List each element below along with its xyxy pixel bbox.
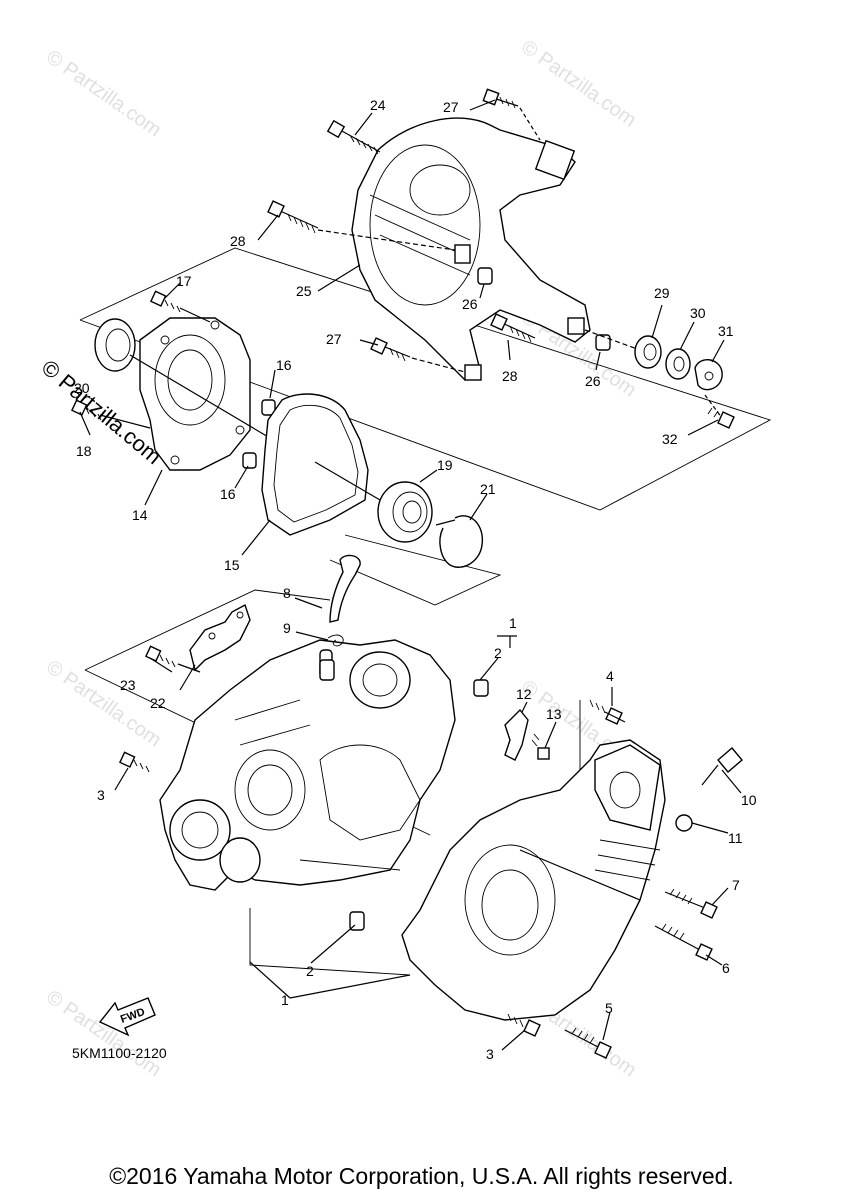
callout-8: 8 bbox=[283, 585, 291, 601]
callout-23: 23 bbox=[120, 677, 136, 693]
bolt-23 bbox=[145, 645, 201, 673]
callout-1: 1 bbox=[281, 992, 289, 1008]
bolt-28-right bbox=[490, 313, 536, 343]
bolt-6 bbox=[654, 923, 713, 961]
callout-7: 7 bbox=[732, 877, 740, 893]
callout-17: 17 bbox=[176, 273, 192, 289]
callout-31: 31 bbox=[718, 323, 734, 339]
bolt-28-left bbox=[267, 200, 456, 251]
leader-lines bbox=[79, 99, 742, 1051]
callout-27: 27 bbox=[326, 331, 342, 347]
callout-21: 21 bbox=[480, 481, 496, 497]
watermark: © Partzilla.com bbox=[42, 656, 165, 751]
callout-18: 18 bbox=[76, 443, 92, 459]
callout-11: 11 bbox=[728, 830, 743, 846]
watermark: © Partzilla.com bbox=[42, 46, 165, 141]
callout-19: 19 bbox=[437, 457, 453, 473]
crankcase-left-half bbox=[159, 639, 456, 891]
callout-2: 2 bbox=[494, 645, 502, 661]
bracket-12 bbox=[504, 708, 529, 761]
bracket-22 bbox=[189, 603, 251, 672]
callout-30: 30 bbox=[690, 305, 706, 321]
bolt-3-left bbox=[119, 751, 150, 773]
bolt-7 bbox=[664, 888, 718, 919]
copyright-notice: ©2016 Yamaha Motor Corporation, U.S.A. A… bbox=[109, 1163, 734, 1189]
callout-3: 3 bbox=[97, 787, 105, 803]
callout-6: 6 bbox=[722, 960, 730, 976]
callout-26: 26 bbox=[462, 296, 478, 312]
bolt-13 bbox=[531, 733, 550, 760]
callout-2: 2 bbox=[306, 963, 314, 979]
bolt-24 bbox=[326, 119, 381, 155]
callout-26: 26 bbox=[585, 373, 601, 389]
bolt-3-right bbox=[507, 1013, 541, 1037]
bolt-27-lower bbox=[370, 337, 466, 373]
shaft-parts-right bbox=[634, 335, 735, 429]
diagram-code: 5KM1100-2120 bbox=[72, 1045, 167, 1061]
crankcase-right-half bbox=[401, 739, 666, 1021]
callout-22: 22 bbox=[150, 695, 166, 711]
breather-hose-and-clip bbox=[319, 554, 361, 681]
callout-16: 16 bbox=[276, 357, 292, 373]
dowels-2 bbox=[349, 679, 489, 931]
bolt-27-upper bbox=[482, 88, 541, 141]
bolt-5 bbox=[564, 1027, 612, 1059]
callout-4: 4 bbox=[606, 668, 614, 684]
callout-12: 12 bbox=[516, 686, 532, 702]
callout-20: 20 bbox=[74, 380, 90, 396]
callout-16: 16 bbox=[220, 486, 236, 502]
callout-32: 32 bbox=[662, 431, 678, 447]
callout-10: 10 bbox=[741, 792, 757, 808]
callout-9: 9 bbox=[283, 620, 291, 636]
crankcase-cover-assembly bbox=[351, 117, 591, 381]
callout-1: 1 bbox=[509, 615, 517, 631]
watermark: © Partzilla.com bbox=[517, 36, 640, 131]
callout-14: 14 bbox=[132, 507, 148, 523]
callout-3: 3 bbox=[486, 1046, 494, 1062]
callout-25: 25 bbox=[296, 283, 312, 299]
callout-29: 29 bbox=[654, 285, 670, 301]
gasket-15 bbox=[261, 393, 381, 536]
callout-27: 27 bbox=[443, 99, 459, 115]
fwd-arrow-icon: FWD bbox=[98, 997, 156, 1037]
callout-13: 13 bbox=[546, 706, 562, 722]
bolt-4 bbox=[589, 699, 626, 725]
callout-28: 28 bbox=[230, 233, 246, 249]
callout-5: 5 bbox=[605, 1000, 613, 1016]
oil-filler-10 bbox=[675, 747, 743, 832]
bearing-and-circlip bbox=[377, 481, 484, 568]
callout-28: 28 bbox=[502, 368, 518, 384]
callout-24: 24 bbox=[370, 97, 386, 113]
cover-14-assembly bbox=[71, 290, 276, 471]
bolts-lower bbox=[119, 603, 743, 1059]
bolts-upper bbox=[267, 88, 641, 373]
dowel-26-lower bbox=[595, 334, 611, 351]
callout-15: 15 bbox=[224, 557, 240, 573]
callout-labels: 24 27 28 25 26 27 28 26 29 30 31 32 17 2… bbox=[74, 97, 757, 1062]
